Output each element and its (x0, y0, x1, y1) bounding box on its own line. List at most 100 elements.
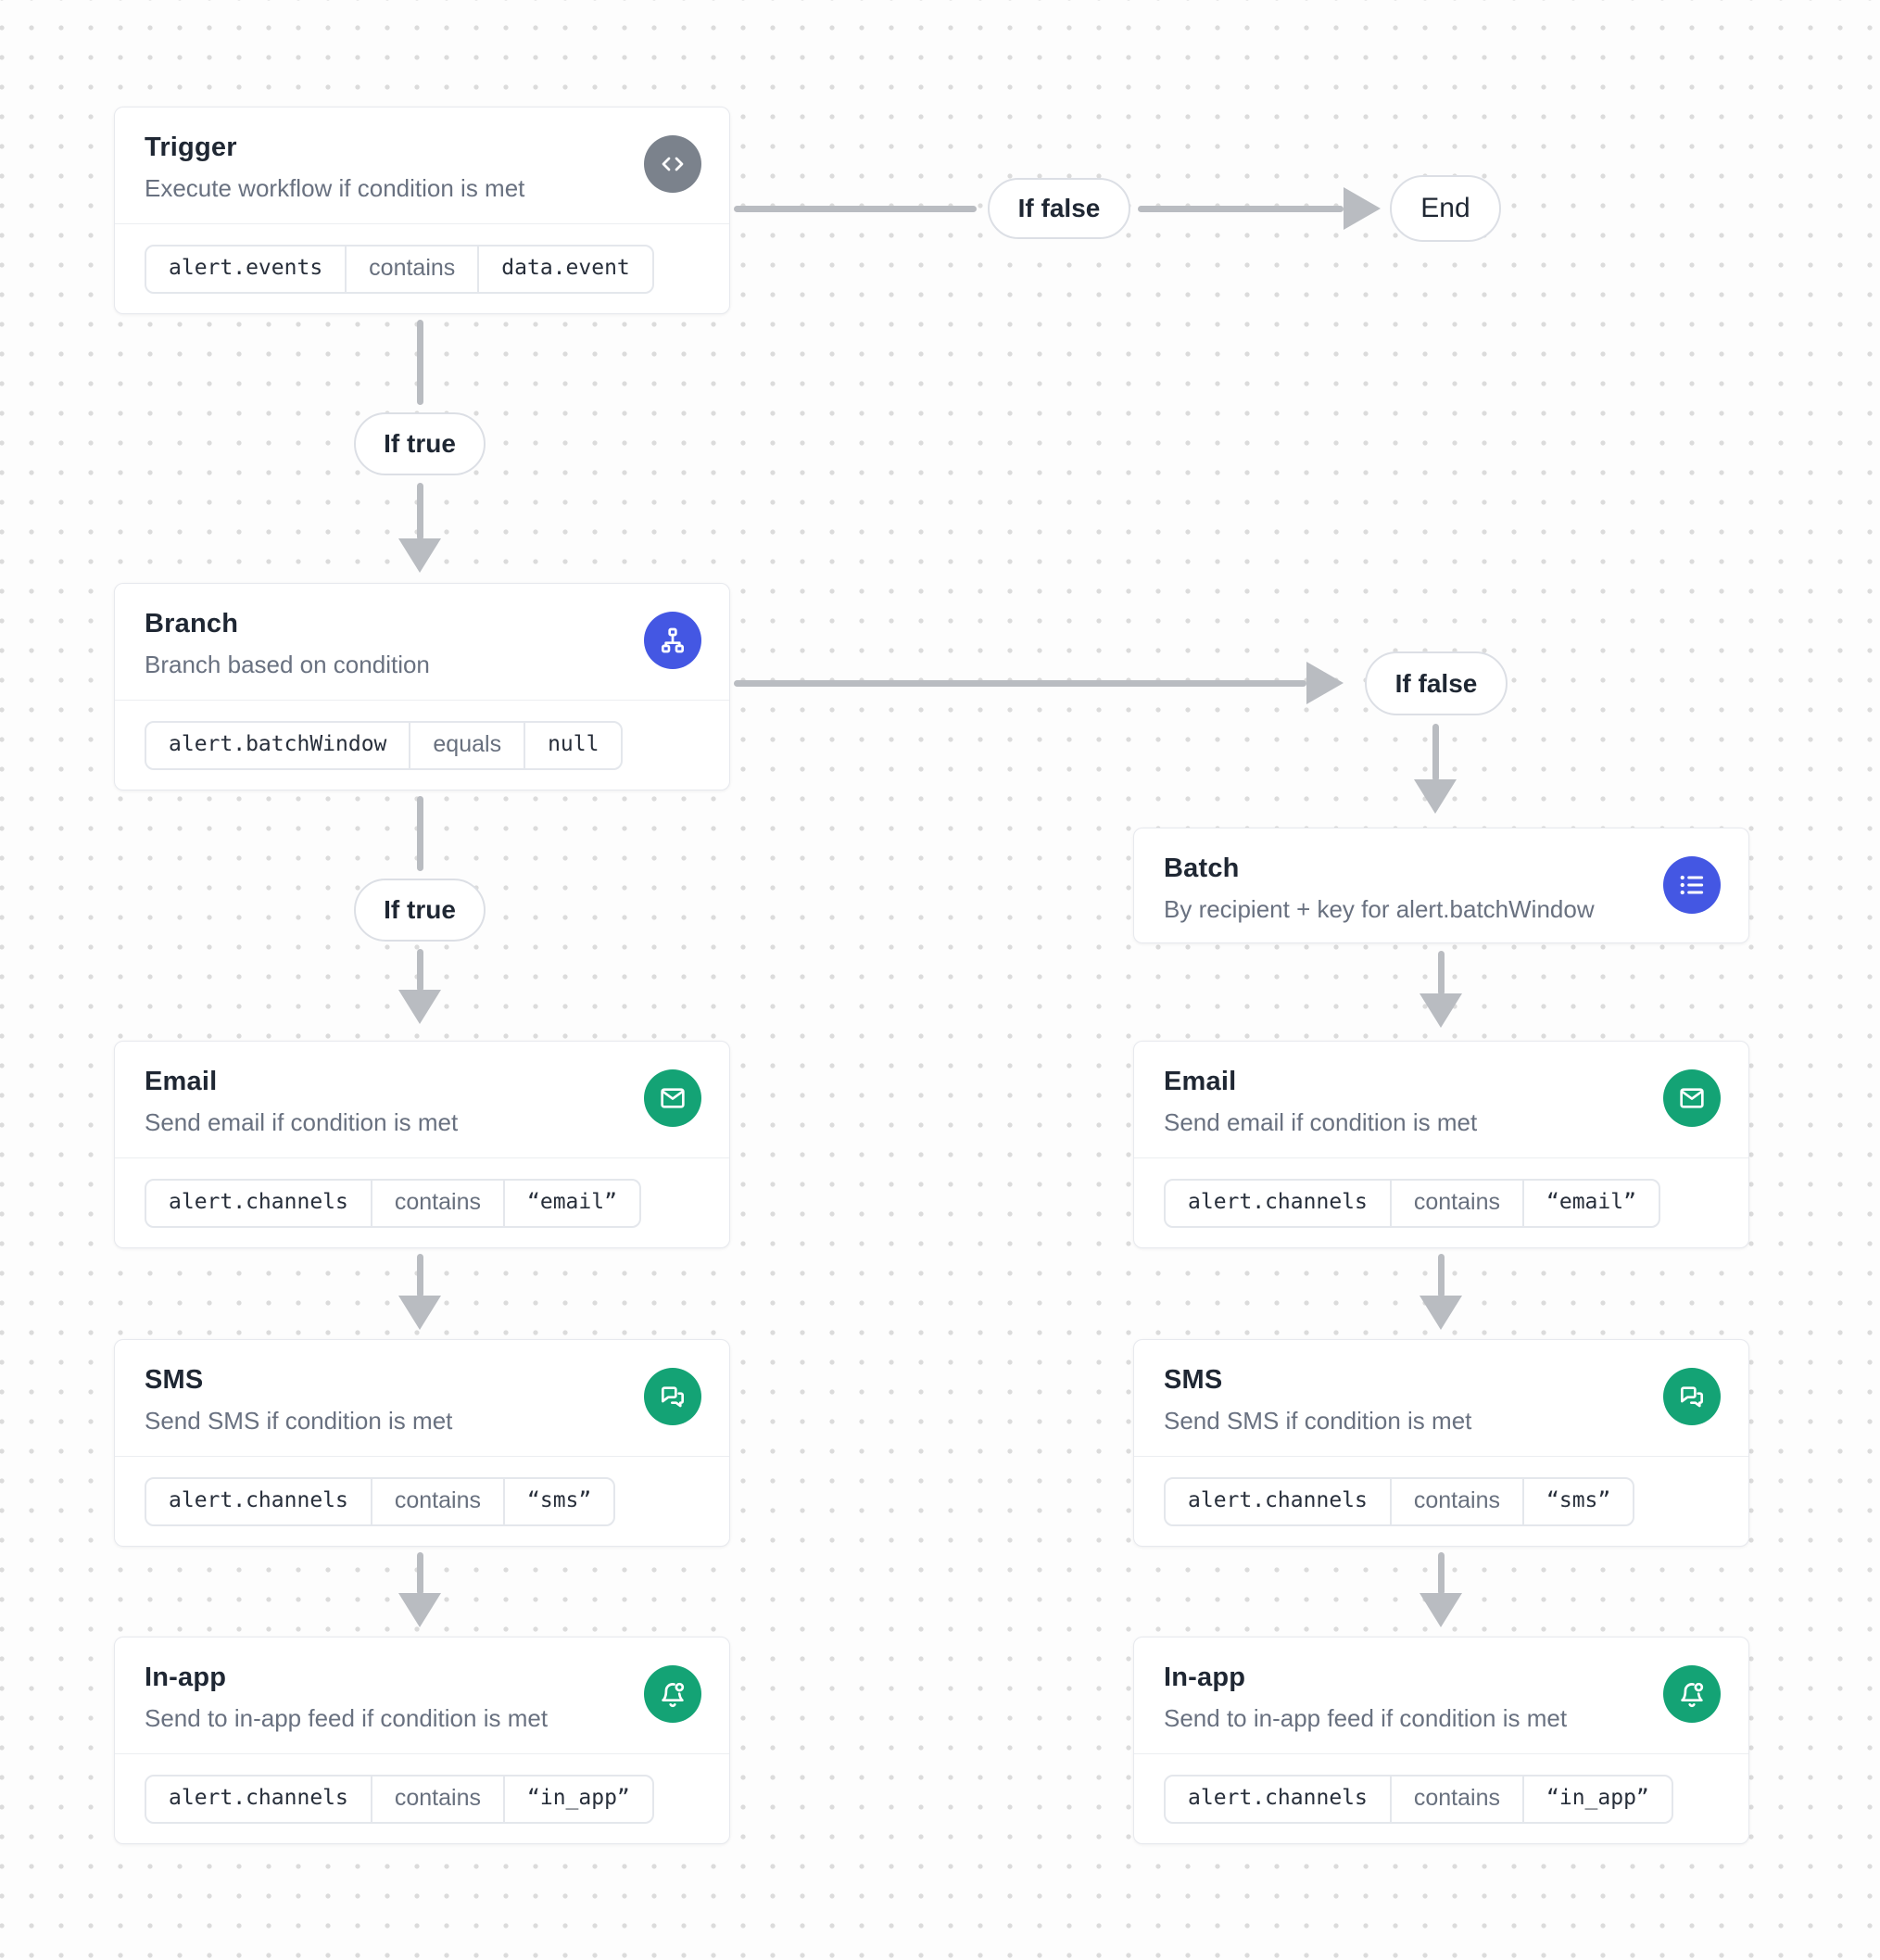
condition-field: alert.channels (169, 1488, 348, 1512)
node-subtitle: Send email if condition is met (1164, 1108, 1478, 1136)
node-sms-right[interactable]: SMS Send SMS if condition is met alert.c… (1133, 1339, 1749, 1547)
label-if-true-1: If true (354, 412, 486, 475)
node-email-titles: Email Send email if condition is met (1164, 1067, 1477, 1136)
condition-value: data.event (477, 246, 651, 292)
node-inapp-titles: In-app Send to in-app feed if condition … (1164, 1663, 1567, 1732)
condition-value: “sms” (1522, 1478, 1633, 1524)
condition-value: “sms” (503, 1478, 613, 1524)
node-email-right[interactable]: Email Send email if condition is met ale… (1133, 1041, 1749, 1248)
bell-icon (1663, 1665, 1721, 1723)
condition-field: alert.channels (1188, 1786, 1368, 1810)
node-title: Batch (1164, 854, 1240, 883)
edge-email-sms-right (1438, 1254, 1445, 1297)
edge-branch-iftrue (417, 796, 423, 871)
edge-branch-iffalse (734, 680, 1306, 687)
node-batch[interactable]: Batch By recipient + key for alert.batch… (1133, 828, 1749, 943)
node-subtitle: Branch based on condition (145, 651, 430, 678)
arrowhead-to-end (1344, 187, 1381, 230)
code-icon (644, 135, 701, 193)
arrowhead-to-email-right (1419, 993, 1462, 1028)
condition-group: alert.channels contains “in_app” (1164, 1774, 1673, 1824)
chat-bubbles-icon (1663, 1368, 1721, 1425)
condition-group: alert.channels contains “in_app” (145, 1774, 654, 1824)
condition-operator: contains (1389, 1180, 1522, 1226)
arrowhead-to-sms-right (1419, 1296, 1462, 1330)
node-subtitle: Send to in-app feed if condition is met (145, 1704, 549, 1732)
condition-field: alert.channels (169, 1190, 348, 1214)
edge-sms-inapp-left (417, 1552, 423, 1595)
arrowhead-to-inapp-right (1419, 1593, 1462, 1627)
node-title: SMS (145, 1365, 204, 1395)
node-title: In-app (145, 1663, 227, 1692)
end-text: End (1420, 193, 1470, 223)
condition-field: alert.channels (169, 1786, 348, 1810)
condition-value: “email” (1522, 1180, 1659, 1226)
edge-email-sms-left (417, 1254, 423, 1297)
condition-operator: contains (345, 246, 477, 292)
condition-value: “email” (503, 1180, 639, 1226)
condition-group: alert.channels contains “email” (1164, 1178, 1660, 1228)
edge-iffalse-batch (1432, 724, 1439, 781)
node-title: Email (1164, 1067, 1237, 1096)
branch-icon (644, 612, 701, 669)
condition-group: alert.channels contains “email” (145, 1178, 641, 1228)
condition-value: “in_app” (503, 1776, 652, 1822)
list-icon (1663, 856, 1721, 914)
condition-operator: contains (370, 1478, 503, 1524)
envelope-icon (1663, 1069, 1721, 1127)
arrowhead-to-inapp-left (398, 1593, 441, 1627)
condition-field: alert.batchWindow (169, 732, 387, 756)
arrowhead-to-sms-left (398, 1296, 441, 1330)
condition-value: “in_app” (1522, 1776, 1672, 1822)
node-branch[interactable]: Branch Branch based on condition alert.b… (114, 583, 730, 790)
node-subtitle: Send SMS if condition is met (145, 1407, 453, 1435)
node-subtitle: By recipient + key for alert.batchWindow (1164, 895, 1595, 923)
condition-field: alert.channels (1188, 1190, 1368, 1214)
if-true-text: If true (384, 895, 456, 924)
condition-operator: contains (1389, 1478, 1522, 1524)
node-inapp-right[interactable]: In-app Send to in-app feed if condition … (1133, 1637, 1749, 1844)
condition-group: alert.batchWindow equals null (145, 720, 624, 770)
node-email-left[interactable]: Email Send email if condition is met ale… (114, 1041, 730, 1248)
chat-bubbles-icon (644, 1368, 701, 1425)
if-false-text: If false (1017, 194, 1101, 222)
node-subtitle: Send email if condition is met (145, 1108, 459, 1136)
condition-group: alert.channels contains “sms” (145, 1476, 616, 1526)
condition-value: null (524, 722, 621, 768)
node-batch-titles: Batch By recipient + key for alert.batch… (1164, 854, 1595, 923)
node-subtitle: Send to in-app feed if condition is met (1164, 1704, 1568, 1732)
node-sms-titles: SMS Send SMS if condition is met (1164, 1365, 1471, 1435)
node-title: Branch (145, 609, 239, 639)
node-subtitle: Execute workflow if condition is met (145, 174, 525, 202)
if-true-text: If true (384, 429, 456, 458)
edge-iftrue-branch (417, 483, 423, 540)
node-branch-titles: Branch Branch based on condition (145, 609, 430, 678)
arrowhead-to-branch (398, 538, 441, 573)
if-false-text: If false (1394, 668, 1478, 698)
edge-batch-email (1438, 951, 1445, 995)
node-inapp-left[interactable]: In-app Send to in-app feed if condition … (114, 1637, 730, 1844)
node-subtitle: Send SMS if condition is met (1164, 1407, 1472, 1435)
label-if-false-branch: If false (1365, 651, 1508, 715)
label-if-false-top: If false (988, 178, 1130, 239)
condition-operator: contains (1389, 1776, 1522, 1822)
edge-iffalse-end (1138, 206, 1344, 212)
arrowhead-to-iffalse (1306, 662, 1344, 704)
node-title: In-app (1164, 1663, 1246, 1692)
node-sms-left[interactable]: SMS Send SMS if condition is met alert.c… (114, 1339, 730, 1547)
edge-trigger-iffalse (734, 206, 977, 212)
label-if-true-2: If true (354, 879, 486, 942)
node-email-titles: Email Send email if condition is met (145, 1067, 458, 1136)
node-title: Email (145, 1067, 218, 1096)
node-sms-titles: SMS Send SMS if condition is met (145, 1365, 452, 1435)
node-trigger[interactable]: Trigger Execute workflow if condition is… (114, 107, 730, 314)
edge-sms-inapp-right (1438, 1552, 1445, 1595)
condition-group: alert.channels contains “sms” (1164, 1476, 1635, 1526)
node-title: Trigger (145, 133, 237, 162)
bell-icon (644, 1665, 701, 1723)
condition-group: alert.events contains data.event (145, 244, 654, 294)
condition-operator: equals (409, 722, 524, 768)
end-node: End (1390, 175, 1501, 242)
condition-field: alert.events (169, 256, 323, 280)
